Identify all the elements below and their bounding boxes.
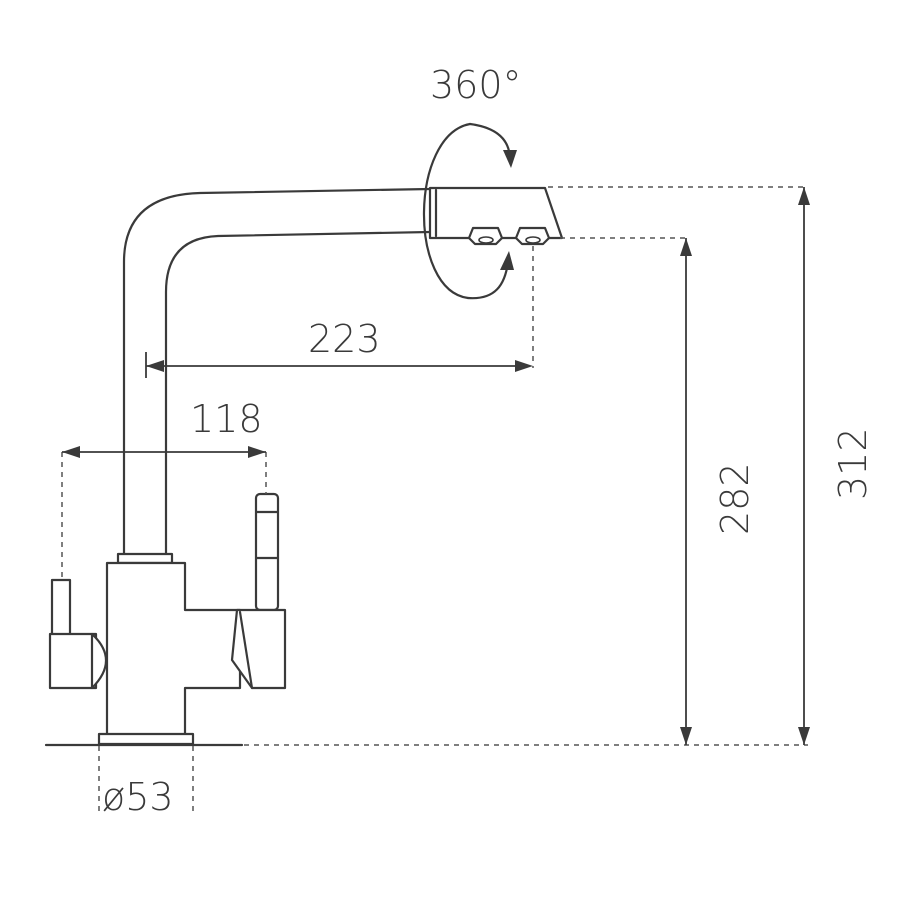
spout-collar xyxy=(116,552,174,565)
spout-reach-label: 223 xyxy=(308,317,381,361)
rotation-indicator: 360° xyxy=(422,63,522,300)
left-handle-dome xyxy=(90,632,107,690)
faucet-outline xyxy=(44,186,564,747)
rotation-arrow-bottom xyxy=(500,251,514,270)
dimension-spout-height: 282 xyxy=(244,237,808,746)
spout-tube xyxy=(122,187,432,558)
mixer-body xyxy=(105,561,242,737)
aerator-left xyxy=(467,226,504,246)
base-diameter-label: ø53 xyxy=(102,775,174,819)
base-plate xyxy=(97,732,195,746)
dimension-total-height: 312 xyxy=(548,186,875,745)
handle-span-label: 118 xyxy=(190,397,263,441)
dimension-handle-span: 118 xyxy=(61,397,267,580)
rotation-label: 360° xyxy=(430,63,522,107)
left-lever xyxy=(50,578,72,640)
dimension-spout-reach: 223 xyxy=(145,246,534,378)
left-handle-cap xyxy=(48,632,98,690)
spout-height-label: 282 xyxy=(713,462,757,535)
right-handle-cap xyxy=(230,608,287,690)
total-height-label: 312 xyxy=(831,427,875,500)
rotation-arrow-top xyxy=(503,150,517,168)
rotation-arc-left xyxy=(422,122,472,300)
aerator-right xyxy=(514,226,551,246)
dimension-base-diameter: ø53 xyxy=(98,746,194,819)
rotation-arc-top xyxy=(468,122,512,162)
